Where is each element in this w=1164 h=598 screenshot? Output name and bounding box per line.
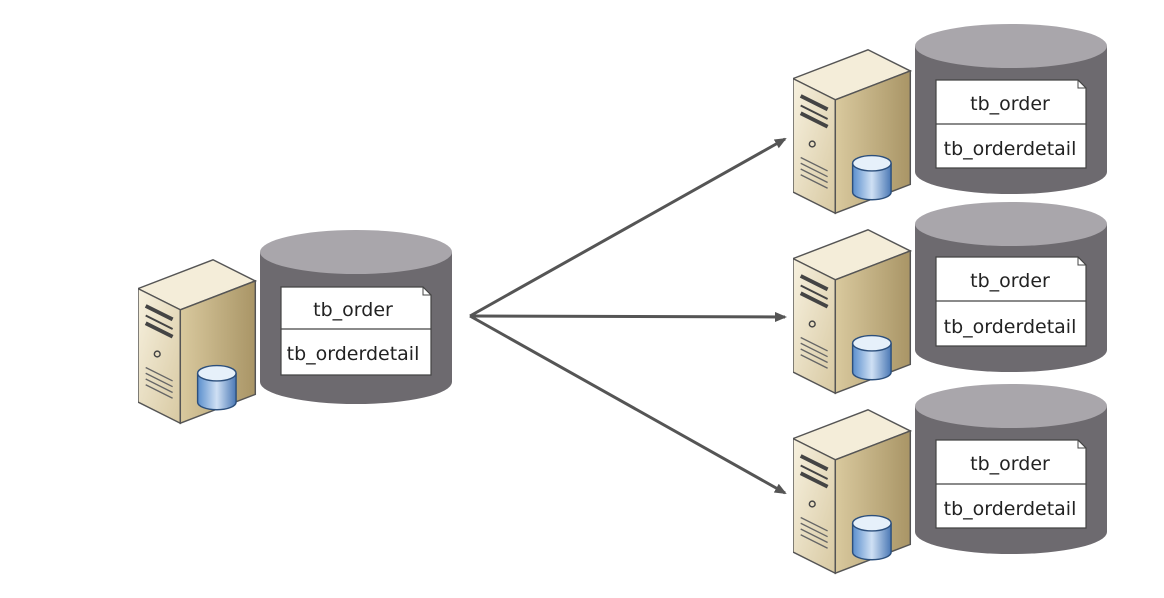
- table-name: tb_orderdetail: [944, 498, 1077, 520]
- table-name: tb_order: [970, 270, 1050, 292]
- target-db-group: tb_order tb_orderdetail: [793, 384, 1107, 575]
- table-name: tb_orderdetail: [944, 316, 1077, 338]
- table-card: tb_order tb_orderdetail: [935, 256, 1087, 347]
- server-icon: [138, 258, 258, 425]
- table-card: tb_order tb_orderdetail: [935, 439, 1087, 529]
- table-card: tb_order tb_orderdetail: [280, 286, 432, 376]
- source-db-group: tb_order tb_orderdetail: [138, 230, 452, 425]
- server-icon: [793, 408, 913, 575]
- target-db-group: tb_order tb_orderdetail: [793, 202, 1107, 395]
- table-name: tb_orderdetail: [944, 138, 1077, 160]
- target-db-group: tb_order tb_orderdetail: [793, 24, 1107, 215]
- server-icon: [793, 228, 913, 395]
- table-name: tb_order: [970, 453, 1050, 475]
- arrow-to-target-3: [469, 314, 787, 495]
- arrow-to-target-2: [469, 311, 787, 322]
- table-card: tb_order tb_orderdetail: [935, 79, 1087, 169]
- table-name: tb_order: [313, 299, 393, 321]
- server-icon: [793, 48, 913, 215]
- table-name: tb_order: [970, 93, 1050, 115]
- arrow-to-target-1: [469, 137, 787, 318]
- table-name: tb_orderdetail: [287, 343, 420, 365]
